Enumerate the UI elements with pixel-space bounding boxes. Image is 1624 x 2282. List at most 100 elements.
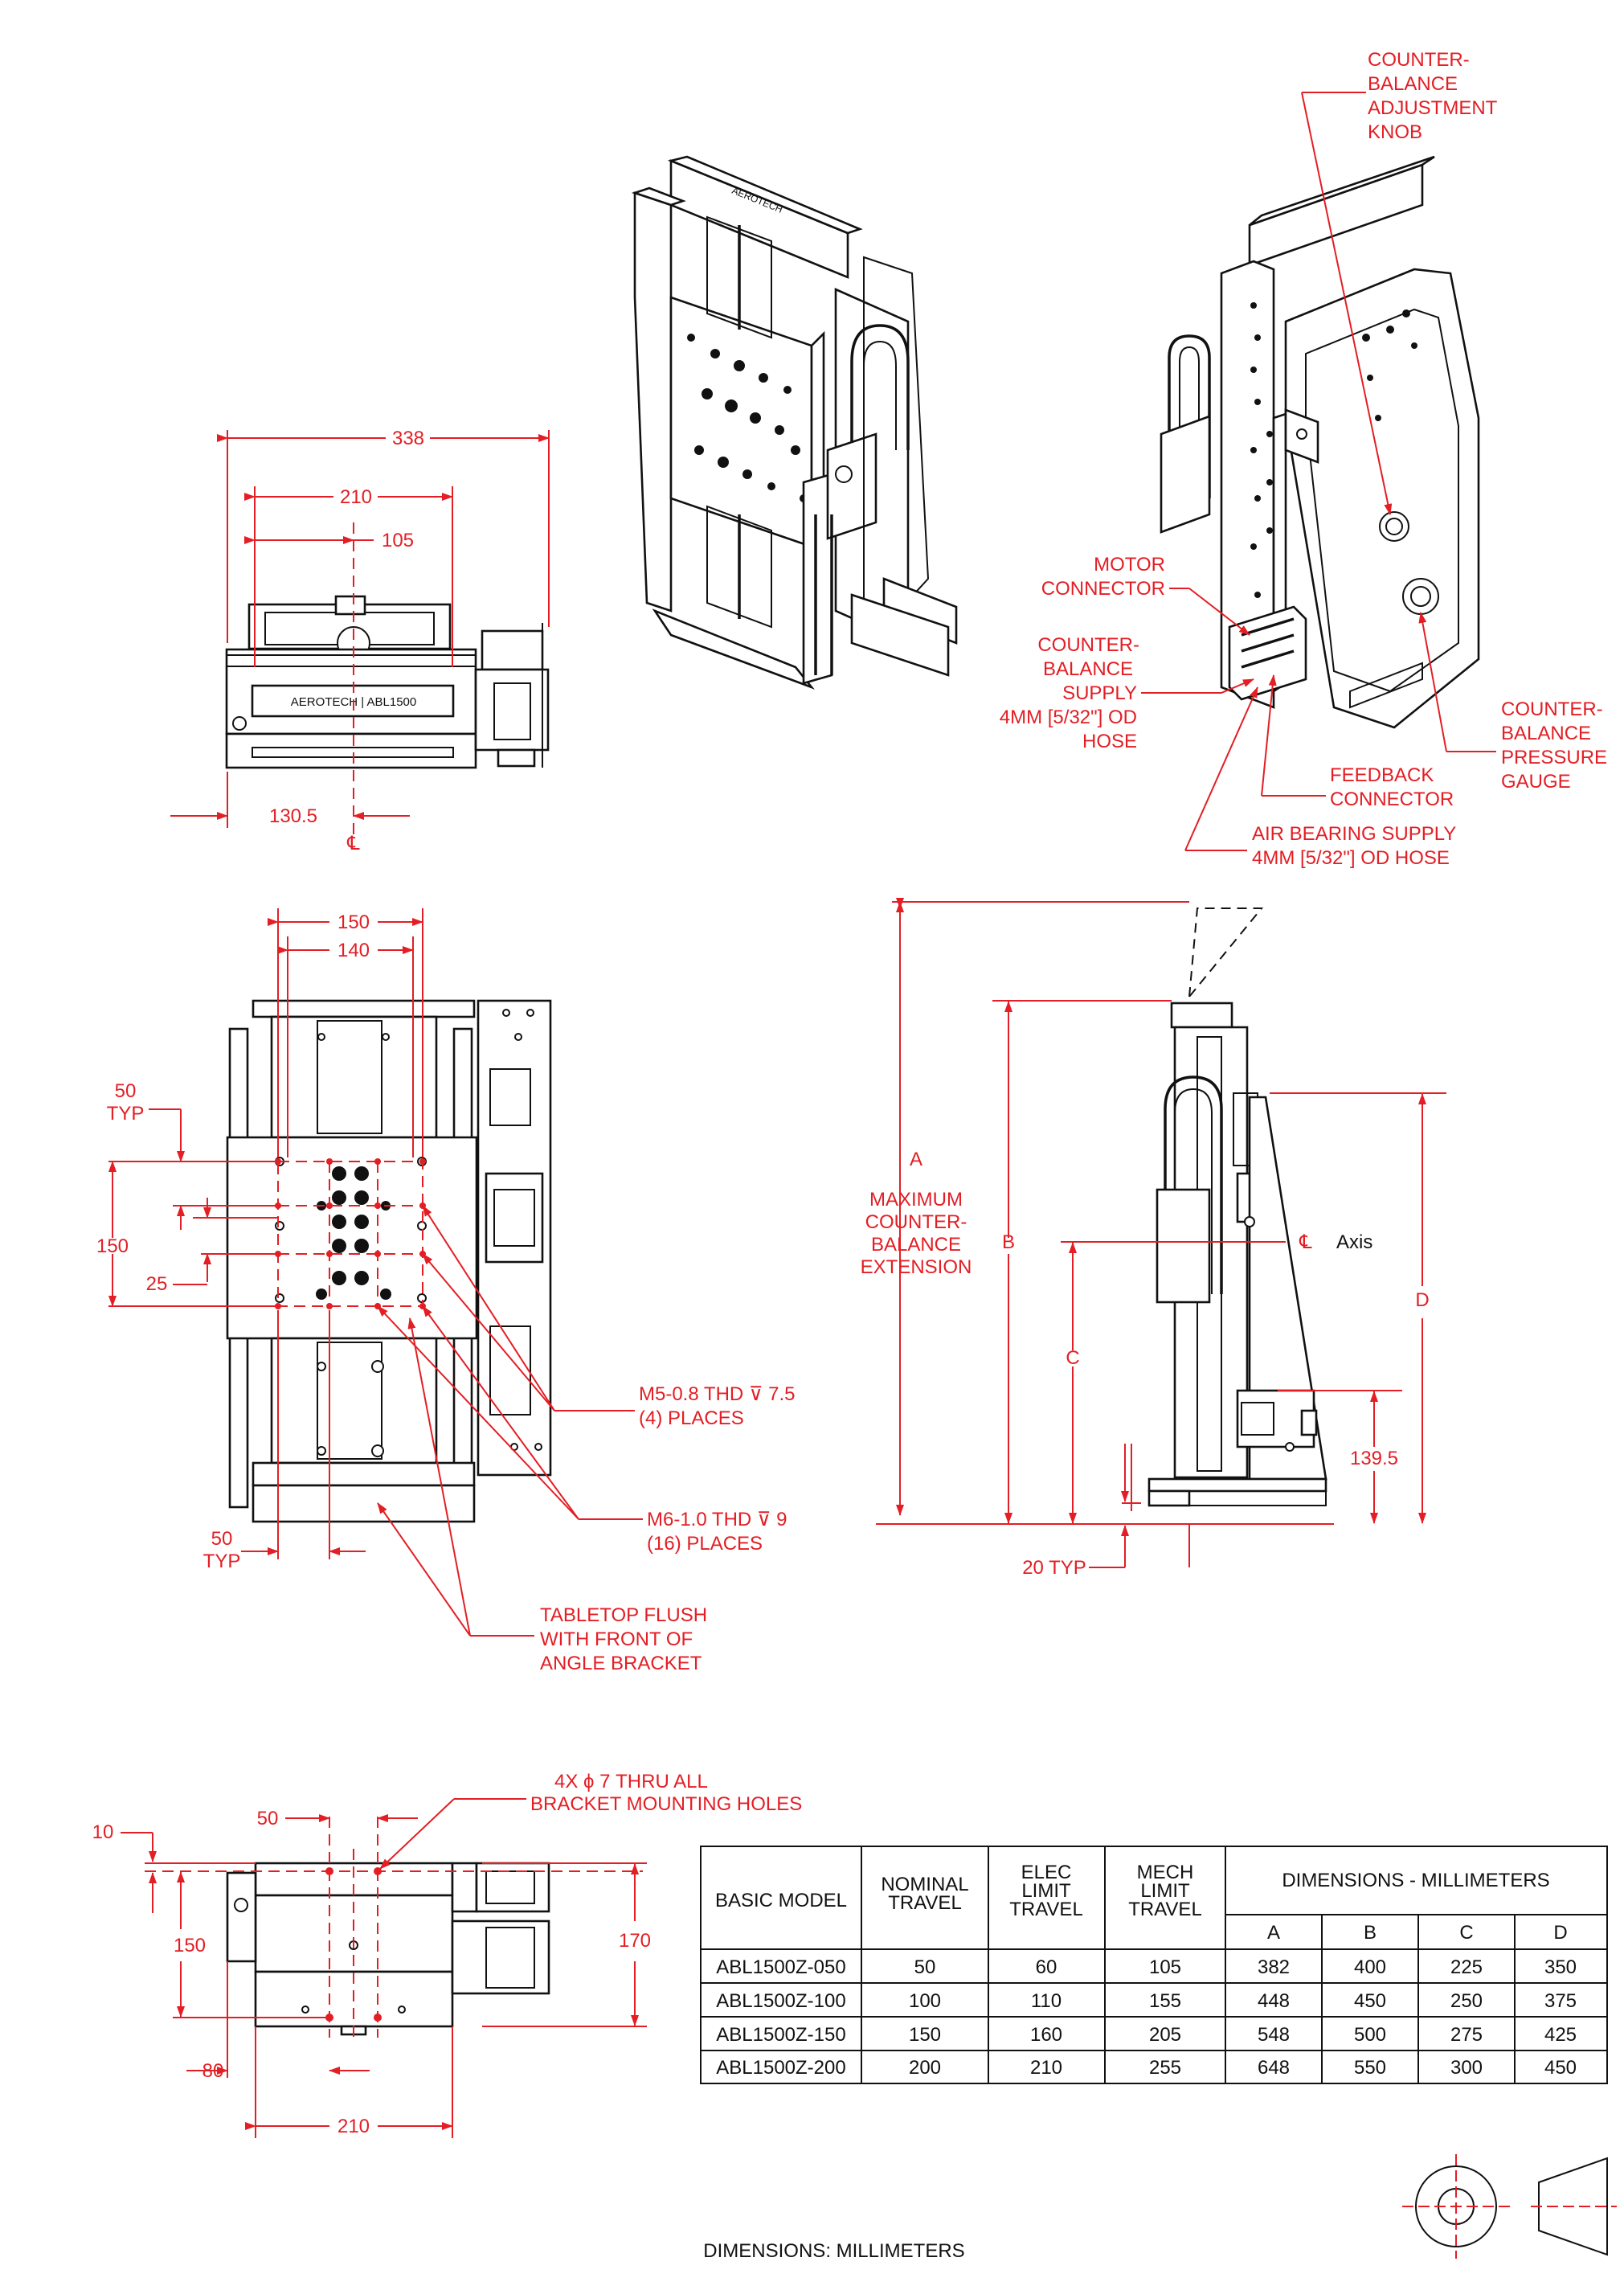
table-cell: 210 xyxy=(1030,2057,1062,2079)
feedback-l1: FEEDBACK xyxy=(1330,764,1434,786)
cb-gauge-l4: GAUGE xyxy=(1501,771,1571,793)
label-a: A xyxy=(910,1149,922,1170)
cb-supply-l4: 4MM [5/32"] OD xyxy=(1000,707,1137,728)
cb-gauge-l3: PRESSURE xyxy=(1501,747,1607,768)
feedback-l2: CONNECTOR xyxy=(1330,789,1454,810)
top-dim-140: 140 xyxy=(337,940,370,961)
bottom-dim-10: 10 xyxy=(92,1821,114,1843)
air-bearing-l2: 4MM [5/32"] OD HOSE xyxy=(1252,847,1450,869)
footer-dimensions-note: DIMENSIONS: MILLIMETERS xyxy=(703,2240,964,2262)
m5-note-l2: (4) PLACES xyxy=(639,1407,744,1429)
dim-338-label: 338 xyxy=(392,428,424,449)
projection-symbol-icon xyxy=(1402,2154,1617,2259)
top-dim-25: 25 xyxy=(146,1273,168,1295)
bracket-holes-l2: BRACKET MOUNTING HOLES xyxy=(530,1793,802,1815)
front-view: AEROTECH | ABL1500 338 210 105 130.5 ℄ xyxy=(170,428,550,854)
axis-label: Axis xyxy=(1336,1231,1372,1253)
table-row: ABL1500Z-150 150 160 205 548 500 275 425 xyxy=(716,2024,1577,2046)
th-col-d: D xyxy=(1553,1922,1567,1944)
front-dim-105: 105 xyxy=(244,522,414,836)
th-mech-l3: TRAVEL xyxy=(1128,1899,1202,1920)
table-cell: 648 xyxy=(1258,2057,1290,2079)
cb-supply-l2: BALANCE xyxy=(1043,658,1133,680)
bottom-dim-210: 210 xyxy=(337,2116,370,2137)
top-50-typ-b-num: 50 xyxy=(211,1528,233,1550)
dim-210-label: 210 xyxy=(340,486,372,508)
iso-view-front: AEROTECH xyxy=(631,155,958,690)
max-ext-l1: MAXIMUM xyxy=(869,1189,963,1211)
m5-note-l1: M5-0.8 THD ⊽ 7.5 xyxy=(639,1383,796,1405)
th-mech-l1: MECH xyxy=(1137,1862,1194,1883)
tabletop-note-l1: TABLETOP FLUSH xyxy=(540,1604,707,1626)
label-c: C xyxy=(1066,1347,1079,1369)
table-cell: 375 xyxy=(1544,1990,1577,2012)
th-elec-l2: LIMIT xyxy=(1021,1880,1071,1902)
dim-105-label: 105 xyxy=(382,530,414,551)
th-basic-model: BASIC MODEL xyxy=(715,1890,847,1911)
table-row: ABL1500Z-100 100 110 155 448 450 250 375 xyxy=(716,1990,1577,2012)
motor-conn-l1: MOTOR xyxy=(1094,554,1165,576)
top-dim-150-left: 150 xyxy=(96,1235,129,1257)
air-bearing-l1: AIR BEARING SUPPLY xyxy=(1252,823,1456,845)
top-dim-150: 150 xyxy=(337,912,370,933)
th-col-b: B xyxy=(1364,1922,1377,1944)
cb-knob-l4: KNOB xyxy=(1368,121,1422,143)
table-cell: 110 xyxy=(1031,1990,1062,2012)
front-dim-338: 338 xyxy=(217,428,550,643)
th-elec-l3: TRAVEL xyxy=(1009,1899,1083,1920)
cb-gauge-l2: BALANCE xyxy=(1501,723,1591,744)
table-cell: 400 xyxy=(1354,1956,1386,1978)
table-cell: ABL1500Z-050 xyxy=(716,1956,845,1978)
table-cell: 450 xyxy=(1354,1990,1386,2012)
top-50-typ-word: TYP xyxy=(107,1103,145,1125)
table-cell: 350 xyxy=(1544,1956,1577,1978)
top-50-typ-num: 50 xyxy=(115,1080,137,1102)
cb-supply-l1: COUNTER- xyxy=(1037,634,1139,656)
callout-feedback-connector: FEEDBACK CONNECTOR xyxy=(1261,674,1454,810)
cb-gauge-l1: COUNTER- xyxy=(1501,699,1603,720)
table-cell: ABL1500Z-200 xyxy=(716,2057,845,2079)
th-elec-l1: ELEC xyxy=(1021,1862,1072,1883)
table-cell: 448 xyxy=(1258,1990,1290,2012)
max-ext-l3: BALANCE xyxy=(871,1234,961,1256)
max-ext-l4: EXTENSION xyxy=(861,1256,972,1278)
table-cell: 255 xyxy=(1149,2057,1181,2079)
table-cell: 160 xyxy=(1030,2024,1062,2046)
cb-knob-l1: COUNTER- xyxy=(1368,49,1470,71)
m6-note-l2: (16) PLACES xyxy=(647,1533,763,1555)
table-cell: 550 xyxy=(1354,2057,1386,2079)
table-cell: 100 xyxy=(909,1990,941,2012)
table-cell: 225 xyxy=(1450,1956,1483,1978)
table-cell: 425 xyxy=(1544,2024,1577,2046)
table-cell: 155 xyxy=(1149,1990,1181,2012)
table-cell: 60 xyxy=(1036,1956,1057,1978)
th-nominal-l2: TRAVEL xyxy=(888,1892,962,1914)
table-cell: 548 xyxy=(1258,2024,1290,2046)
table-cell: 500 xyxy=(1354,2024,1386,2046)
svg-text:M5-0.8 THD ⊽ 7.5(4) PLACES: M5-0.8 THD ⊽ 7.5(4) PLACES xyxy=(639,1383,796,1429)
motor-conn-l2: CONNECTOR xyxy=(1041,578,1165,600)
centerline-symbol: ℄ xyxy=(346,833,360,854)
dim-139-5: 139.5 xyxy=(1350,1448,1398,1469)
max-ext-l2: COUNTER- xyxy=(865,1211,967,1233)
cb-supply-l3: SUPPLY xyxy=(1062,682,1137,704)
table-cell: 382 xyxy=(1258,1956,1290,1978)
callout-counterbalance-gauge: COUNTER- BALANCE PRESSURE GAUGE xyxy=(1418,612,1607,793)
table-cell: 275 xyxy=(1450,2024,1483,2046)
bottom-dim-150: 150 xyxy=(174,1935,206,1956)
